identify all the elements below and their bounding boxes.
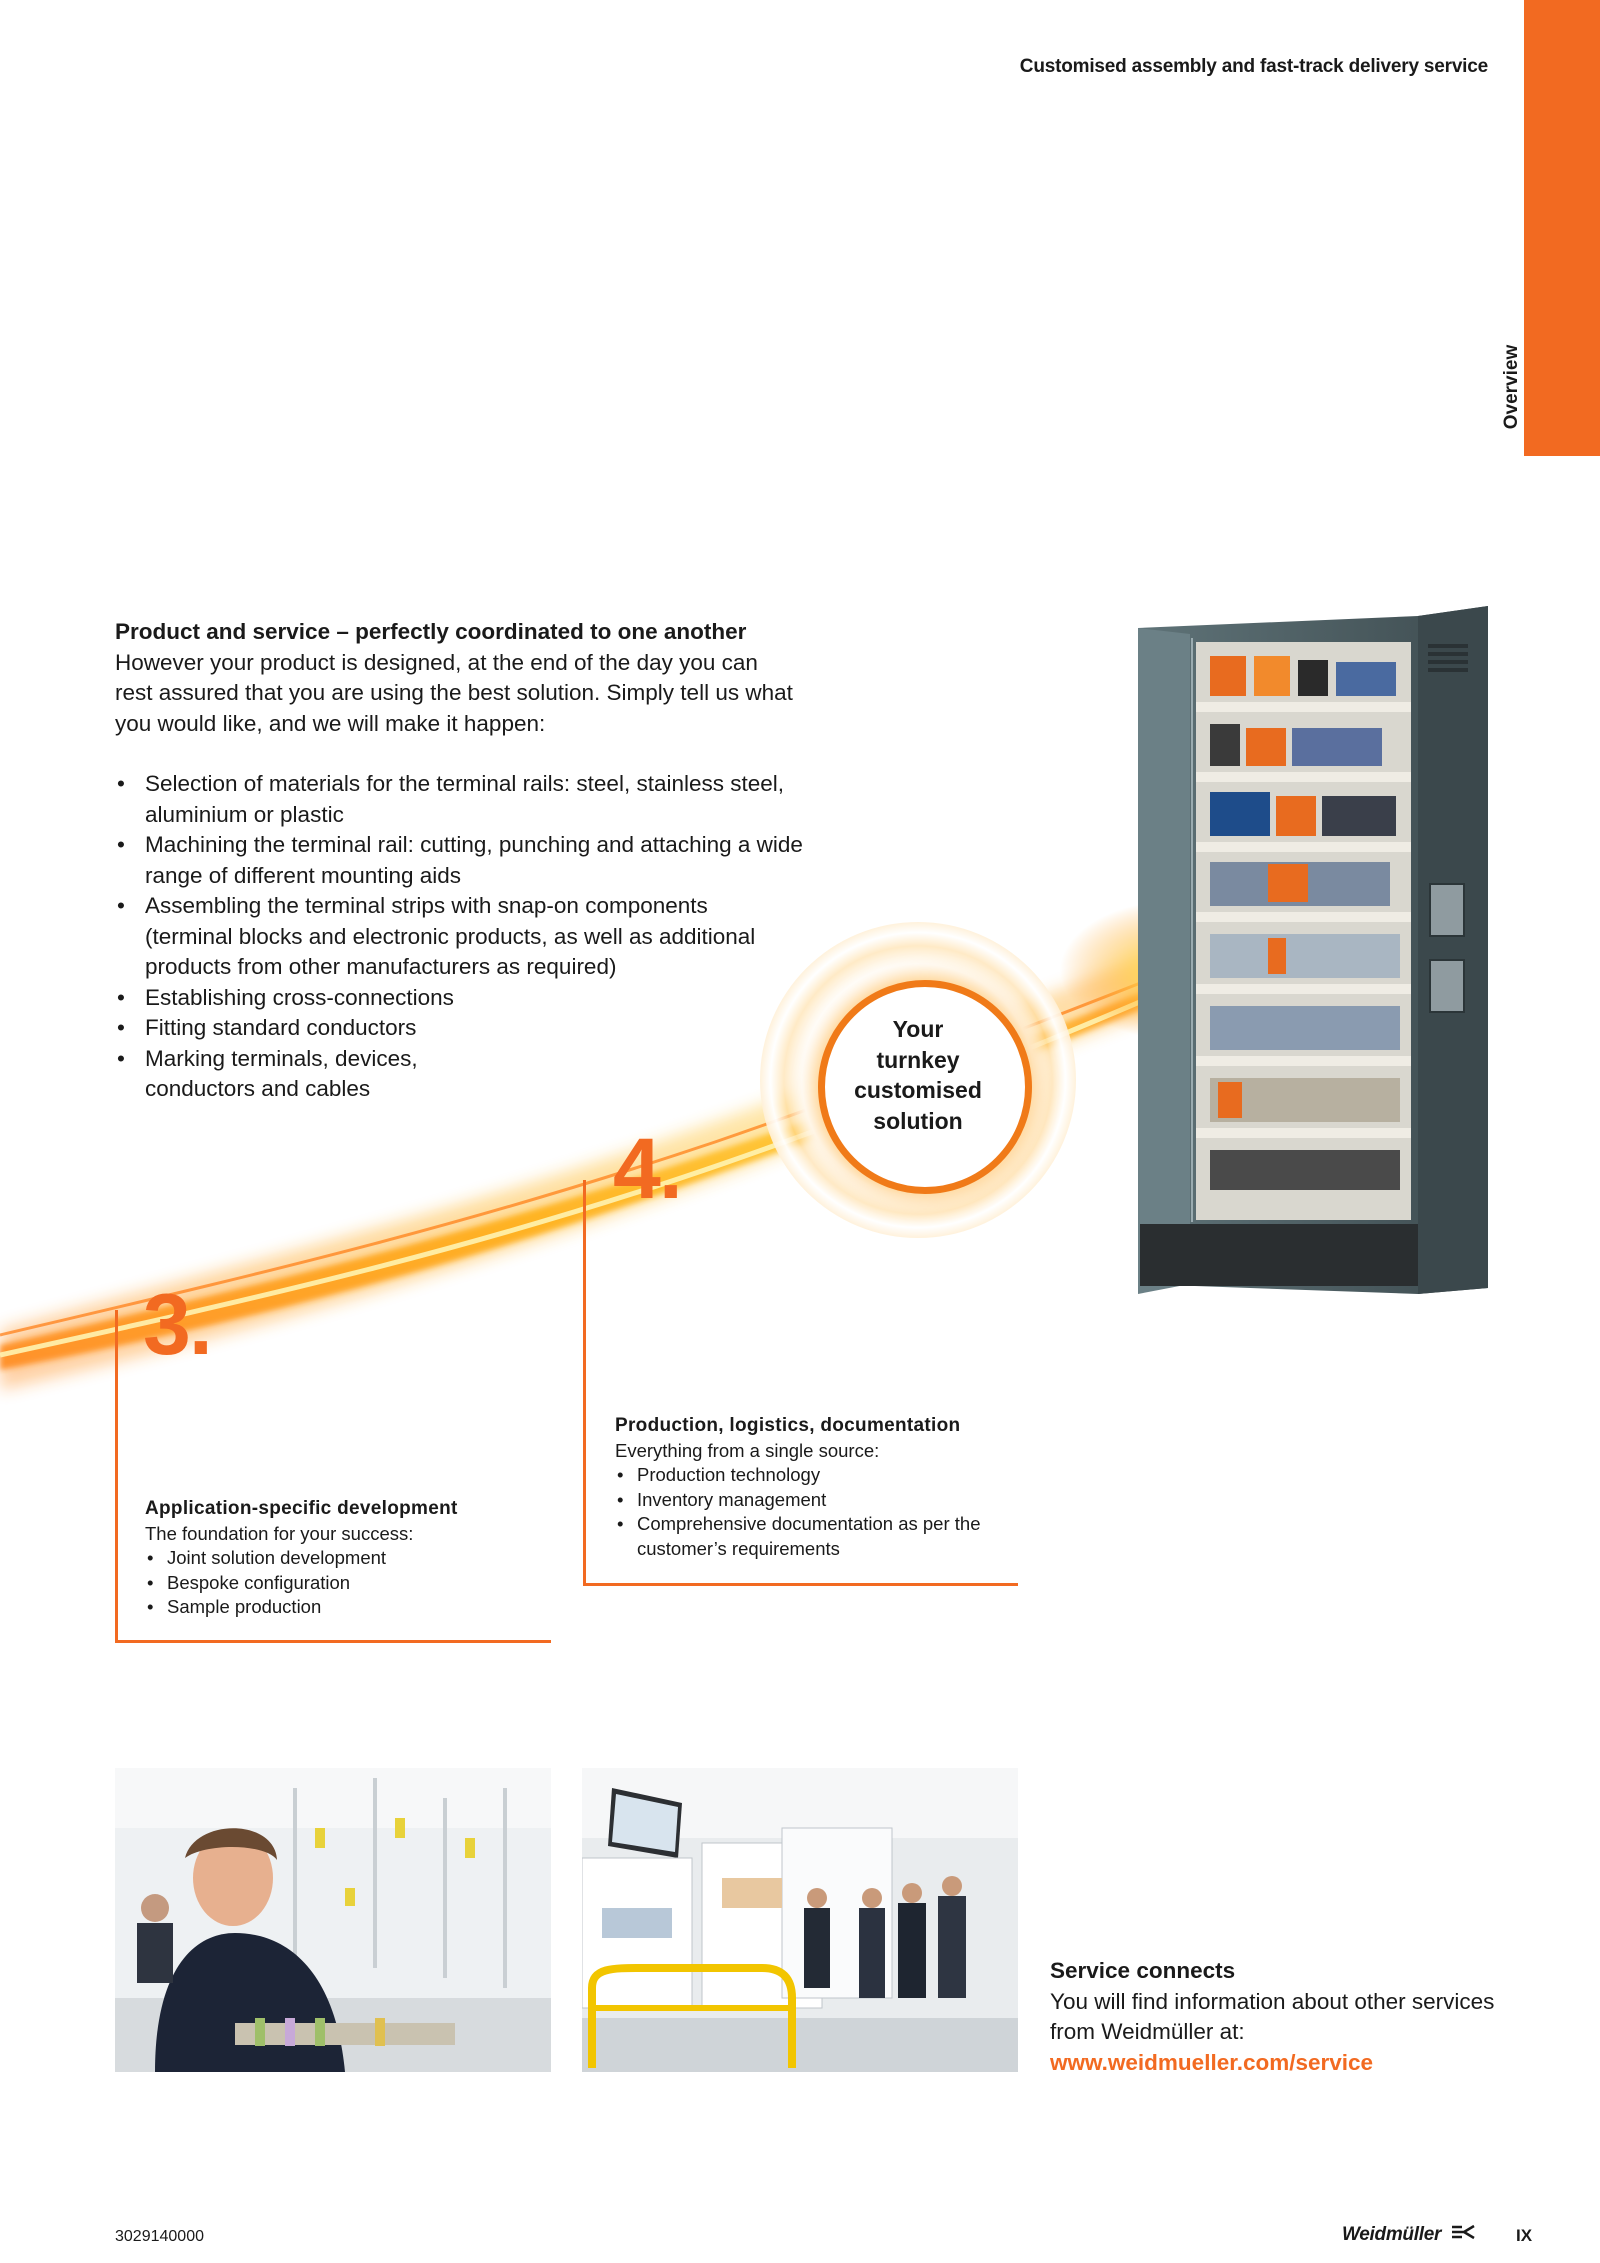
brand-mark-icon xyxy=(1452,2224,1475,2240)
list-item: Selection of materials for the terminal … xyxy=(115,769,865,830)
brand-logo: Weidmüller xyxy=(1342,2224,1476,2246)
step-3-list: Joint solution development Bespoke confi… xyxy=(145,1546,545,1620)
service-text: You will find information about other se… xyxy=(1050,1988,1495,2045)
step-3-bottom-line xyxy=(115,1640,551,1643)
step-number-3: 3. xyxy=(143,1277,213,1373)
intro-heading: Product and service – perfectly coordina… xyxy=(115,619,747,644)
list-item: Machining the terminal rail: cutting, pu… xyxy=(115,830,845,891)
section-tab[interactable]: Overview xyxy=(1501,0,1600,456)
turnkey-solution-badge: Your turnkey customised solution xyxy=(760,922,1076,1238)
step-3-left-line xyxy=(115,1310,118,1642)
list-item: Fitting standard conductors xyxy=(115,1013,835,1044)
document-code: 3029140000 xyxy=(115,2228,204,2245)
list-item: Production technology xyxy=(615,1463,1030,1488)
step-4-bottom-line xyxy=(583,1583,1018,1586)
list-item: Marking terminals, devices, conductors a… xyxy=(115,1044,475,1105)
header-title: Customised assembly and fast-track deliv… xyxy=(1019,56,1488,77)
step-3-lead: The foundation for your success: xyxy=(145,1522,414,1544)
section-tab-label: Overview xyxy=(1501,344,1522,430)
step-3-content: Application-specific development The fou… xyxy=(145,1497,545,1620)
list-item: Comprehensive documentation as per the c… xyxy=(615,1512,1030,1561)
intro-paragraph: However your product is designed, at the… xyxy=(115,649,793,736)
service-link[interactable]: www.weidmueller.com/service xyxy=(1050,2049,1374,2075)
list-item: Inventory management xyxy=(615,1488,1030,1513)
intro-section: Product and service – perfectly coordina… xyxy=(115,617,875,1105)
list-item: Assembling the terminal strips with snap… xyxy=(115,891,775,983)
step-4-list: Production technology Inventory manageme… xyxy=(615,1463,1030,1561)
service-list: Selection of materials for the terminal … xyxy=(115,769,835,1105)
service-heading: Service connects xyxy=(1050,1958,1236,1983)
step-4-title: Production, logistics, documentation xyxy=(615,1415,961,1436)
step-4-content: Production, logistics, documentation Eve… xyxy=(615,1414,1030,1561)
list-item: Establishing cross-connections xyxy=(115,983,835,1014)
page-number: IX xyxy=(1516,2226,1533,2245)
brand-name: Weidmüller xyxy=(1342,2224,1442,2245)
step-4-left-line xyxy=(583,1180,586,1586)
list-item: Joint solution development xyxy=(145,1546,545,1571)
showroom-photo xyxy=(582,1768,1018,2072)
badge-text: Your turnkey customised solution xyxy=(854,1016,982,1134)
list-item: Bespoke configuration xyxy=(145,1571,545,1596)
step-3-title: Application-specific development xyxy=(145,1498,458,1519)
workshop-photo xyxy=(115,1768,551,2072)
step-4-lead: Everything from a single source: xyxy=(615,1439,880,1461)
badge-ring xyxy=(818,980,1032,1194)
step-number-4: 4. xyxy=(613,1121,683,1217)
service-connects-section: Service connects You will find informati… xyxy=(1050,1956,1510,2078)
control-cabinet-image xyxy=(1138,606,1488,1294)
list-item: Sample production xyxy=(145,1595,545,1620)
